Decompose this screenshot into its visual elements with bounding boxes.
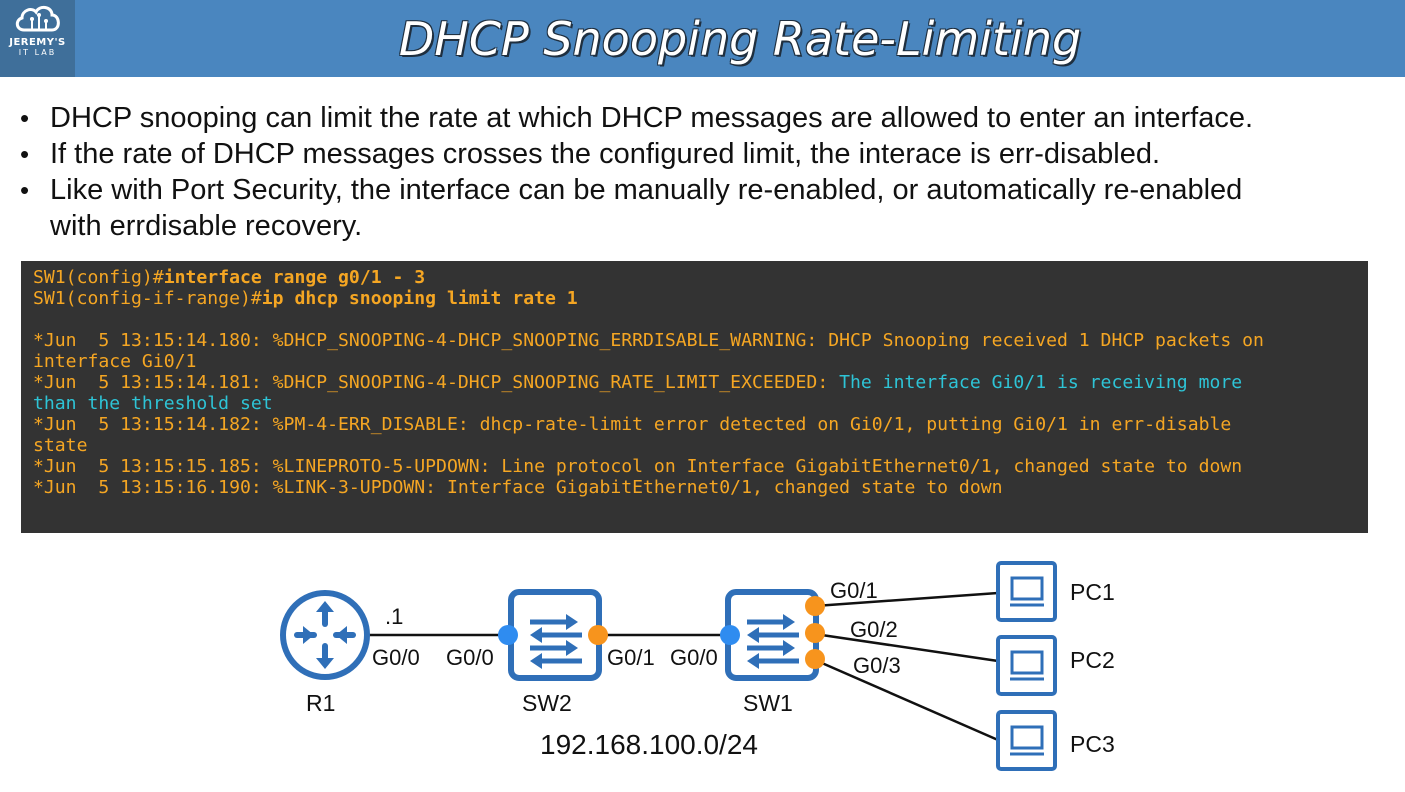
cli-command: ip dhcp snooping limit rate 1	[261, 288, 578, 309]
log-prefix: *Jun 5 13:15:14.181: %DHCP_SNOOPING-4-DH…	[33, 372, 840, 393]
console-log-line: *Jun 5 13:15:14.180: %DHCP_SNOOPING-4-DH…	[33, 330, 1264, 351]
interface-label: G0/1	[607, 645, 655, 670]
console-blank-line	[33, 309, 1368, 330]
pc-label: PC2	[1070, 647, 1115, 673]
interface-label: G0/0	[372, 645, 420, 670]
logo-subtitle: IT LAB	[18, 48, 57, 57]
console-log-line: *Jun 5 13:15:14.181: %DHCP_SNOOPING-4-DH…	[33, 372, 1368, 393]
port-untrusted-indicator	[805, 649, 825, 669]
cloud-circuit-icon	[15, 6, 60, 32]
cli-command: interface range g0/1 - 3	[163, 267, 426, 288]
bullet-item: • Like with Port Security, the interface …	[18, 172, 1398, 208]
port-trusted-indicator	[720, 625, 740, 645]
bullet-item-continuation: with errdisable recovery.	[18, 208, 1398, 244]
interface-label: G0/1	[830, 578, 878, 603]
bullet-text: with errdisable recovery.	[50, 210, 363, 242]
ip-address-label: .1	[385, 604, 403, 629]
pc-icon	[996, 710, 1057, 771]
console-log-line: interface Gi0/1	[33, 351, 197, 372]
cli-prompt: SW1(config)#	[33, 267, 164, 288]
logo-name: JEREMY'S	[9, 37, 66, 48]
interface-label: G0/2	[850, 617, 898, 642]
switch-icon	[508, 589, 602, 681]
bullet-icon: •	[20, 139, 30, 169]
switch-label: SW2	[522, 690, 572, 716]
subnet-label: 192.168.100.0/24	[540, 729, 758, 760]
interface-label: G0/0	[670, 645, 718, 670]
title-bar: JEREMY'S IT LAB DHCP Snooping Rate-Limit…	[0, 0, 1405, 77]
link-sw1-pc3	[814, 658, 999, 742]
switch-icon	[725, 589, 819, 681]
bullet-icon: •	[20, 175, 30, 205]
interface-label: G0/0	[446, 645, 494, 670]
interface-label: G0/3	[853, 653, 901, 678]
pc-icon	[996, 561, 1057, 622]
bullet-text: DHCP snooping can limit the rate at whic…	[50, 102, 1254, 134]
cli-prompt: SW1(config-if-range)#	[33, 288, 262, 309]
console-log-line: *Jun 5 13:15:16.190: %LINK-3-UPDOWN: Int…	[33, 477, 1003, 498]
bullet-icon: •	[20, 103, 30, 133]
bullet-item: • DHCP snooping can limit the rate at whi…	[18, 100, 1398, 136]
jeremys-it-lab-logo: JEREMY'S IT LAB	[0, 0, 75, 77]
console-log-line: than the threshold set	[33, 393, 273, 414]
console-line: SW1(config-if-range)#ip dhcp snooping li…	[33, 288, 1368, 309]
port-untrusted-indicator	[805, 596, 825, 616]
bullet-item: • If the rate of DHCP messages crosses th…	[18, 136, 1398, 172]
page-title: DHCP Snooping Rate-Limiting	[398, 12, 1082, 66]
bullet-text: If the rate of DHCP messages crosses the…	[50, 138, 1161, 170]
network-topology-diagram: R1 SW2 SW1 PC1 PC2 PC3 .1 G0/0 G0/0 G0/1…	[280, 561, 1115, 771]
console-log-line: *Jun 5 13:15:14.182: %PM-4-ERR_DISABLE: …	[33, 414, 1232, 435]
bullet-text: Like with Port Security, the interface c…	[50, 174, 1243, 206]
log-highlight: The interface Gi0/1 is receiving more	[839, 372, 1243, 393]
bullet-list: • DHCP snooping can limit the rate at whi…	[18, 100, 1398, 244]
port-trusted-indicator	[498, 625, 518, 645]
switch-label: SW1	[743, 690, 793, 716]
port-untrusted-indicator	[588, 625, 608, 645]
console-log-line: state	[33, 435, 88, 456]
link-sw1-pc2	[814, 632, 999, 663]
console-line: SW1(config)#interface range g0/1 - 3	[33, 267, 1368, 288]
router-icon	[280, 590, 370, 680]
console-log-line: *Jun 5 13:15:15.185: %LINEPROTO-5-UPDOWN…	[33, 456, 1243, 477]
pc-icon	[996, 635, 1057, 696]
router-label: R1	[306, 690, 335, 716]
link-sw1-pc1	[814, 591, 999, 608]
pc-label: PC3	[1070, 731, 1115, 757]
pc-label: PC1	[1070, 579, 1115, 605]
port-untrusted-indicator	[805, 623, 825, 643]
